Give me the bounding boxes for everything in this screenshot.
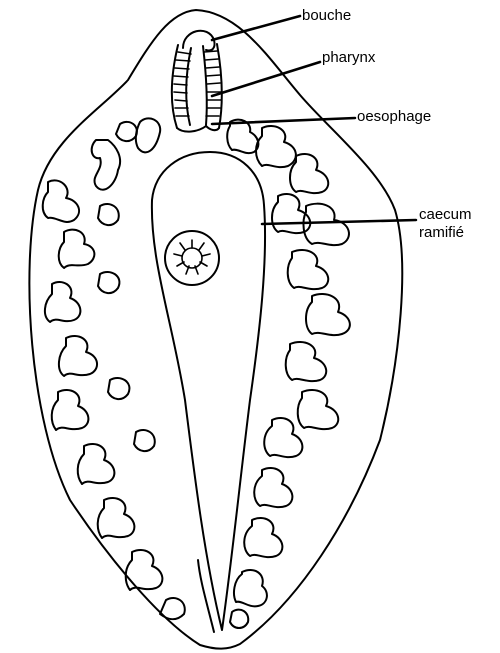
label-pharynx: pharynx [322,50,375,65]
pharynx [172,44,222,132]
label-ramifie: ramifié [419,225,464,240]
round-organ [165,231,219,285]
central-caecum-inner-gap [198,560,214,632]
label-caecum: caecum [419,207,472,222]
body-outline [29,10,402,649]
label-bouche: bouche [302,8,351,23]
left-gut-branches [43,118,185,619]
right-gut-branches [227,120,350,628]
label-oesophage: oesophage [357,109,431,124]
leader-pharynx [212,62,320,96]
central-caecum [152,152,265,630]
mouth-opening [183,31,215,51]
